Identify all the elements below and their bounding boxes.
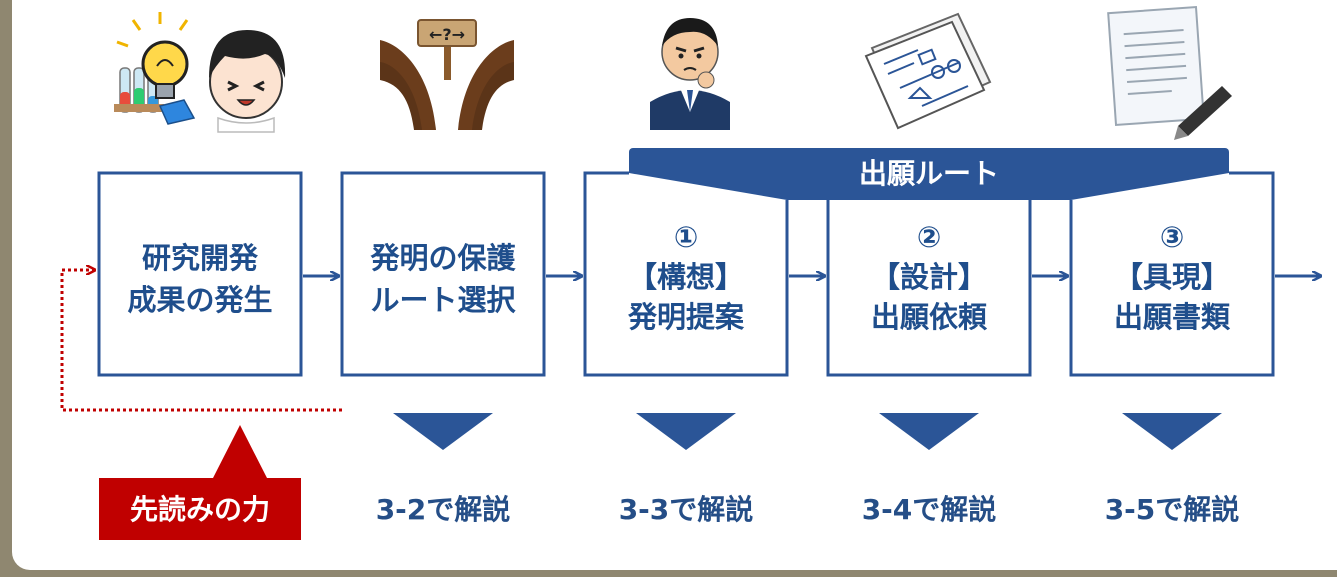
explanation-3-3: 3-3で解説	[619, 493, 754, 526]
down-triangle-4	[1122, 413, 1222, 450]
step-box-design	[826, 200, 1032, 377]
step-concept-line2: 発明提案	[627, 300, 745, 334]
document-pen-icon	[1107, 5, 1232, 140]
down-triangle-3	[879, 413, 979, 450]
step-realize-number: ③	[1160, 220, 1185, 254]
svg-text:←?→: ←?→	[429, 25, 465, 44]
explanation-3-4: 3-4で解説	[862, 493, 997, 526]
down-triangle-1	[393, 413, 493, 450]
thinking-businessman-icon	[650, 18, 730, 130]
step-box-research	[97, 171, 303, 377]
step-concept-line1: 【構想】	[628, 260, 744, 294]
explanation-3-2: 3-2で解説	[376, 493, 511, 526]
crossroads-signpost-icon: ←?→	[380, 19, 514, 130]
step-realize-line2: 出願書類	[1114, 300, 1231, 334]
foresight-label: 先読みの力	[130, 493, 270, 526]
step-design-line1: 【設計】	[871, 260, 987, 294]
step-realize-line1: 【具現】	[1114, 260, 1230, 294]
step-research-line1: 研究開発	[142, 241, 259, 275]
explanation-3-5: 3-5で解説	[1105, 493, 1240, 526]
step-concept-number: ①	[674, 220, 699, 254]
step-box-route	[340, 171, 546, 377]
step-route-line1: 発明の保護	[369, 241, 516, 275]
lightbulb-researcher-icon	[114, 12, 286, 133]
step-research-line2: 成果の発生	[127, 283, 272, 317]
feedback-dotted-arrow	[60, 270, 342, 412]
step-box-realize	[1069, 171, 1275, 377]
step-route-line2: ルート選択	[370, 283, 516, 317]
application-route-banner	[629, 148, 1229, 200]
blueprint-drawings-icon	[864, 12, 992, 130]
foresight-callout	[99, 425, 301, 540]
banner-label: 出願ルート	[859, 157, 999, 190]
step-box-concept	[583, 171, 789, 377]
down-triangle-2	[636, 413, 736, 450]
step-design-number: ②	[917, 220, 942, 254]
step-design-line2: 出願依頼	[871, 300, 988, 334]
